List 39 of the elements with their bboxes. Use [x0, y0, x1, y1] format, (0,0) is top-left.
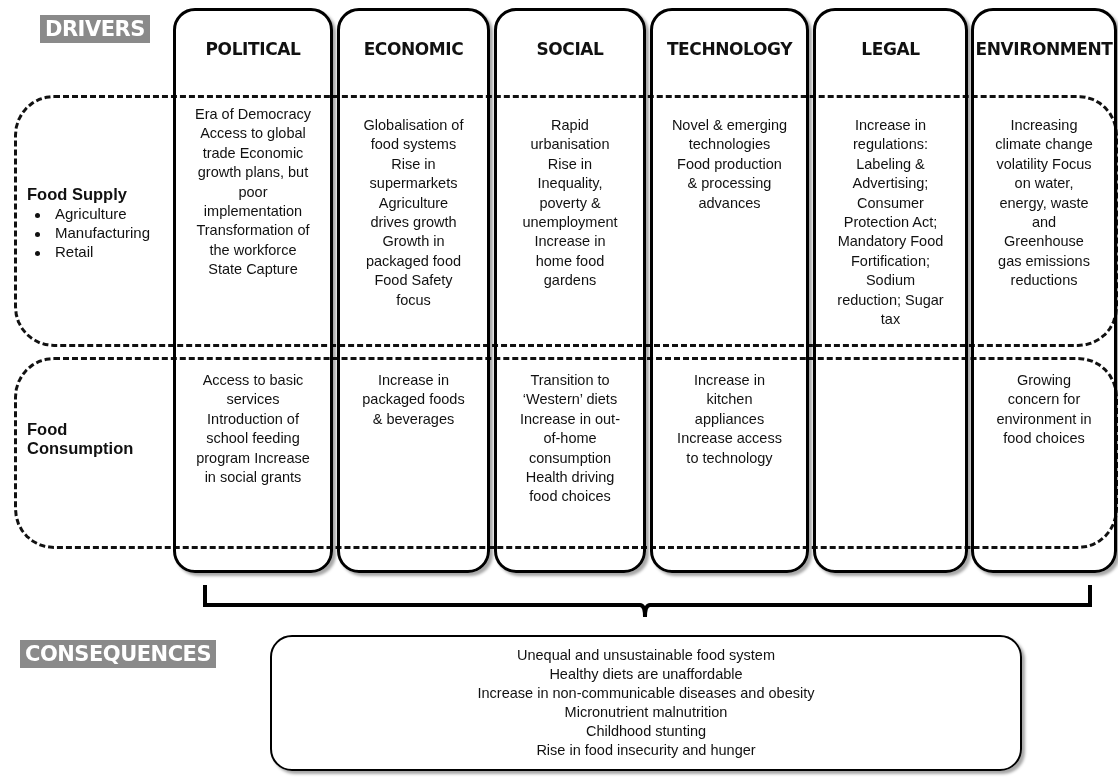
- row-heading: Food Consumption: [27, 420, 135, 458]
- cell-text: Increasing climate change volatility Focus on water, energy, waste and Greenhouse gas emissions reductions: [994, 116, 1094, 291]
- category-column: [650, 8, 809, 573]
- column-heading: LEGAL: [860, 39, 921, 59]
- cell-text: Novel & emerging technologies Food production & processing advances: [671, 116, 788, 213]
- section-heading: DRIVERS: [40, 15, 150, 43]
- cell-text: Globalisation of food systems Rise in supermarkets Agriculture drives growth Growth in packaged food Food Safety focus: [362, 116, 465, 310]
- column-heading: SOCIAL: [535, 39, 605, 59]
- column-heading: ECONOMIC: [362, 39, 465, 59]
- cell-text: Increase in kitchen appliances Increase access to technology: [676, 371, 783, 468]
- category-column: [971, 8, 1117, 573]
- category-column: [813, 8, 968, 573]
- category-column: [337, 8, 490, 573]
- category-column: [173, 8, 333, 573]
- cell-text: Era of Democracy Access to global trade Economic growth plans, but poor implementation Transformation of the workforce State Capture: [194, 105, 312, 280]
- list-item: Manufacturing: [55, 223, 151, 242]
- cell-text: Rapid urbanisation Rise in Inequality, poverty & unemployment Increase in home food gardens: [521, 116, 619, 291]
- column-heading: ENVIRONMENT: [974, 39, 1114, 59]
- row-band: [14, 357, 1118, 549]
- row-band: [14, 95, 1118, 347]
- list-item: Agriculture: [55, 204, 128, 223]
- cell-text: Transition to ‘Western’ diets Increase in out-of-home consumption Health driving food choices: [519, 371, 621, 507]
- cell-text: Increase in regulations: Labeling & Advertising; Consumer Protection Act; Mandatory Food Fortification; Sodium reduction; Sugar tax: [836, 116, 945, 330]
- cell-text: Growing concern for environment in food choices: [995, 371, 1093, 449]
- list-item: Retail: [55, 242, 95, 261]
- cell-text: Access to basic services Introduction of school feeding program Increase in social grants: [195, 371, 311, 488]
- consequences-box: [270, 635, 1022, 771]
- cell-text: Increase in packaged foods & beverages: [361, 371, 466, 429]
- consequence-text: Healthy diets are unaffordable: [549, 665, 743, 684]
- consequence-text: Micronutrient malnutrition: [564, 703, 728, 722]
- consequence-text: Rise in food insecurity and hunger: [536, 741, 756, 760]
- consequence-text: Unequal and unsustainable food system: [517, 646, 775, 665]
- consequence-text: Increase in non-communicable diseases and obesity: [477, 684, 815, 703]
- category-column: [494, 8, 646, 573]
- column-heading: POLITICAL: [204, 39, 302, 59]
- section-heading: CONSEQUENCES: [20, 640, 216, 668]
- consequence-text: Childhood stunting: [585, 722, 707, 741]
- row-heading: Food Supply: [27, 185, 128, 204]
- column-heading: TECHNOLOGY: [665, 39, 794, 59]
